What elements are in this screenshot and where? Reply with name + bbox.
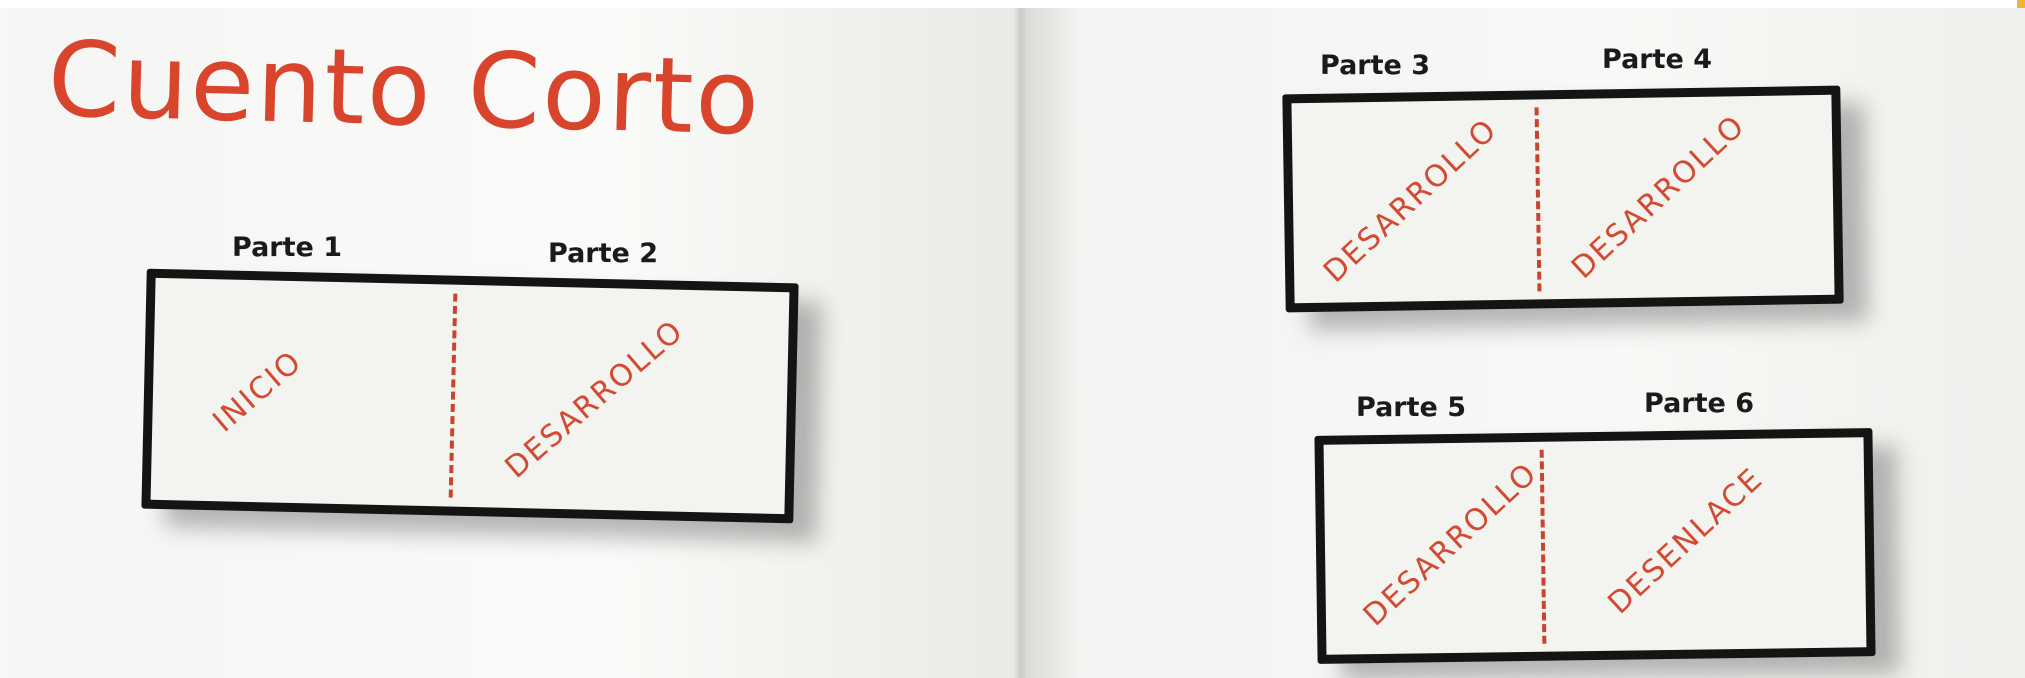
part-label-3: Parte 3	[1320, 50, 1430, 81]
story-panel-3: DESARROLLO DESENLACE	[1314, 428, 1875, 664]
panel-divider	[449, 293, 458, 497]
part-label-5: Parte 5	[1356, 392, 1466, 423]
story-panel-2: DESARROLLO DESARROLLO	[1282, 86, 1843, 313]
part-label-4: Parte 4	[1602, 44, 1712, 75]
part-label-1: Parte 1	[232, 232, 342, 263]
page-title: Cuento Corto	[46, 18, 762, 159]
book-gutter	[1014, 8, 1028, 678]
cell-text-desarrollo: DESARROLLO	[1317, 112, 1505, 290]
part-label-6: Parte 6	[1644, 388, 1754, 419]
cell-text-inicio: INICIO	[206, 344, 309, 439]
part-label-2: Parte 2	[548, 238, 658, 269]
story-panel-1: INICIO DESARROLLO	[141, 269, 798, 524]
cell-text-desenlace: DESENLACE	[1601, 461, 1770, 621]
cell-text-desarrollo: DESARROLLO	[499, 313, 691, 485]
cell-text-desarrollo: DESARROLLO	[1357, 456, 1545, 634]
top-strip	[0, 0, 2025, 8]
cell-text-desarrollo: DESARROLLO	[1565, 108, 1753, 286]
panel-divider	[1535, 107, 1542, 291]
